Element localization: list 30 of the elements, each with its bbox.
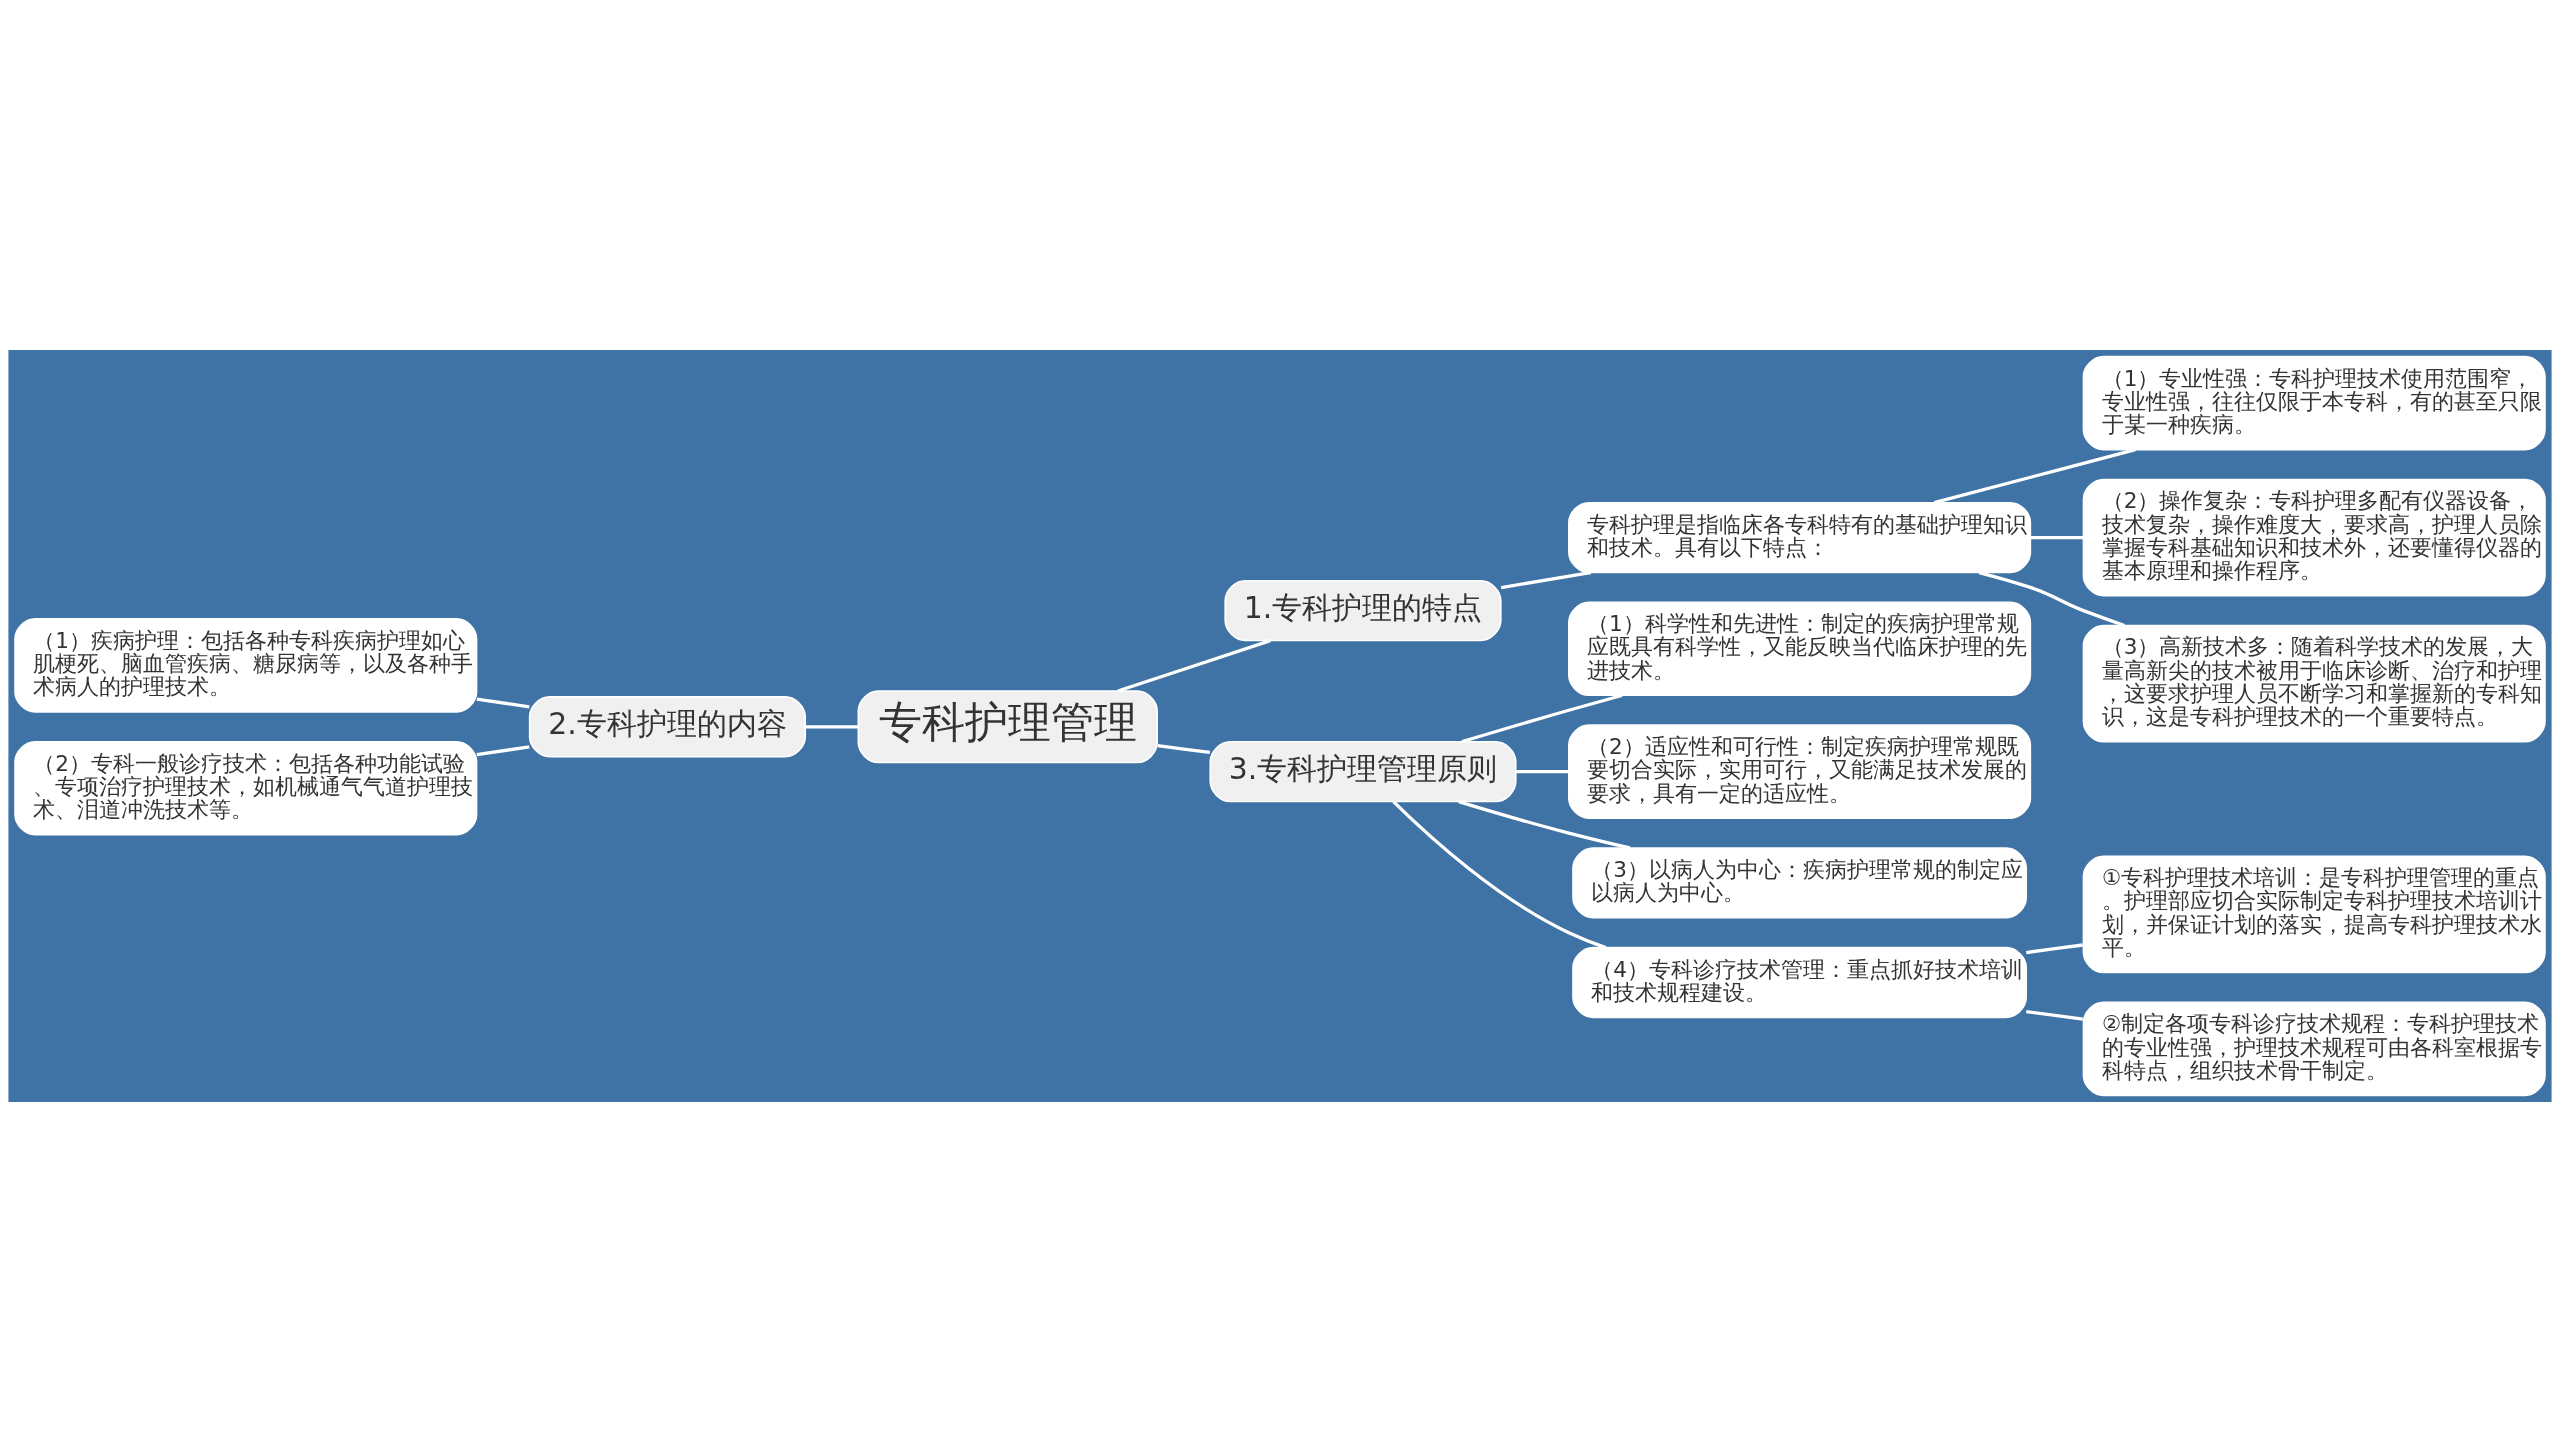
node-box: （1）专业性强：专科护理技术使用范围窄，专业性强，往往仅限于本专科，有的甚至只限于某一种疾病。 <box>2082 355 2546 451</box>
node-box: （1）疾病护理：包括各种专科疾病护理如心肌梗死、脑血管疾病、糖尿病等，以及各种手术病人的护理技术。 <box>14 618 478 713</box>
connector <box>1978 571 2125 627</box>
connector <box>476 745 530 757</box>
node-box: （2）专科一般诊疗技术：包括各种功能试验、专项治疗护理技术，如机械通气气道护理技术、泪道冲洗技术等。 <box>14 740 478 836</box>
connector <box>1516 770 1569 774</box>
node-box: （4）专科诊疗技术管理：重点抓好技术培训和技术规程建设。 <box>1572 946 2027 1019</box>
connector <box>476 697 530 709</box>
connector <box>2030 535 2084 540</box>
node-box: 2.专科护理的内容 <box>528 696 807 758</box>
connector <box>1392 800 1607 950</box>
node-box: （3）高新技术多：随着科学技术的发展，大量高新尖的技术被用于临床诊断、治疗和护理，这要求护理人员不断学习和掌握新的专科知识，这是专科护理技术的一个重要特点。 <box>2082 624 2546 743</box>
connector <box>2026 1010 2083 1021</box>
node-box: （3）以病人为中心：疾病护理常规的制定应以病人为中心。 <box>1572 847 2027 919</box>
node-box: ①专科护理技术培训：是专科护理管理的重点。护理部应切合实际制定专科护理技术培训计划，并保证计划的落实，提高专科护理技术水平。 <box>2082 855 2546 974</box>
node-box: ②制定各项专科诊疗技术规程：专科护理技术的专业性强，护理技术规程可由各科室根据专科特点，组织技术骨干制定。 <box>2082 1001 2546 1097</box>
connector <box>1157 744 1211 754</box>
node-box: （2）操作复杂：专科护理多配有仪器设备，技术复杂，操作难度大，要求高，护理人员除掌握专科基础知识和技术外，还要懂得仪器的基本原理和操作程序。 <box>2082 478 2546 597</box>
connector <box>1500 570 1592 590</box>
connector <box>805 725 859 729</box>
node-box: 专科护理是指临床各专科特有的基础护理知识和技术。具有以下特点： <box>1568 501 2032 574</box>
connector <box>2026 943 2083 955</box>
node-box: 专科护理管理 <box>857 690 1158 764</box>
node-box: 3.专科护理管理原则 <box>1209 740 1517 803</box>
node-box: （1）科学性和先进性：制定的疾病护理常规应既具有科学性，又能反映当代临床护理的先进技术。 <box>1568 601 2032 697</box>
connector <box>1117 639 1271 693</box>
node-box: （2）适应性和可行性：制定疾病护理常规既要切合实际，实用可行，又能满足技术发展的要求，具有一定的适应性。 <box>1568 724 2032 819</box>
connector <box>1933 448 2136 505</box>
node-box: 1.专科护理的特点 <box>1224 579 1502 642</box>
connector <box>1461 693 1623 744</box>
